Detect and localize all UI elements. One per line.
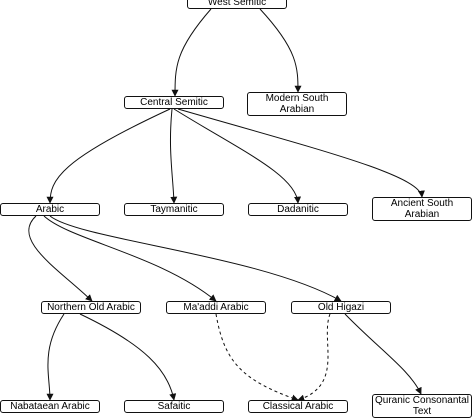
edge-west-semitic-to-modern-south-arabian bbox=[259, 8, 302, 93]
node-central-semitic: Central Semitic bbox=[124, 96, 224, 109]
node-safaitic: Safaitic bbox=[124, 400, 224, 413]
node-modern-south-arabian: Modern South Arabian bbox=[247, 92, 347, 116]
node-classical-arabic: Classical Arabic bbox=[248, 400, 348, 413]
node-maaddi-arabic: Ma'addi Arabic bbox=[166, 301, 266, 314]
node-arabic: Arabic bbox=[0, 203, 100, 216]
edge-central-semitic-to-dadanitic bbox=[173, 108, 302, 204]
node-northern-old-arabic: Northern Old Arabic bbox=[41, 301, 141, 314]
edge-maaddi-arabic-to-classical-arabic bbox=[215, 313, 299, 402]
node-ancient-south-arabian: Ancient South Arabian bbox=[372, 197, 472, 221]
edge-central-semitic-to-arabic bbox=[46, 108, 171, 204]
edge-central-semitic-to-taymanitic bbox=[169, 108, 178, 204]
node-taymanitic: Taymanitic bbox=[124, 203, 224, 216]
edge-northern-old-arabic-to-nabataean-arabic bbox=[46, 313, 65, 401]
edge-arabic-to-northern-old-arabic bbox=[28, 215, 93, 302]
node-dadanitic: Dadanitic bbox=[248, 203, 348, 216]
edge-old-higazi-to-quranic-consonantal-text bbox=[344, 313, 422, 395]
edge-arabic-to-old-higazi bbox=[49, 215, 342, 302]
edge-old-higazi-to-classical-arabic bbox=[297, 313, 331, 402]
node-west-semitic: West Semitic bbox=[187, 0, 287, 9]
node-nabataean-arabic: Nabataean Arabic bbox=[0, 400, 100, 413]
edge-northern-old-arabic-to-safaitic bbox=[79, 313, 177, 401]
node-old-higazi: Old Higazi bbox=[291, 301, 391, 314]
edge-central-semitic-to-ancient-south-arabian bbox=[177, 108, 425, 198]
edge-west-semitic-to-central-semitic bbox=[171, 8, 212, 97]
edge-arabic-to-maaddi-arabic bbox=[43, 215, 217, 302]
node-quranic-consonantal-text: Quranic Consonantal Text bbox=[372, 394, 472, 418]
